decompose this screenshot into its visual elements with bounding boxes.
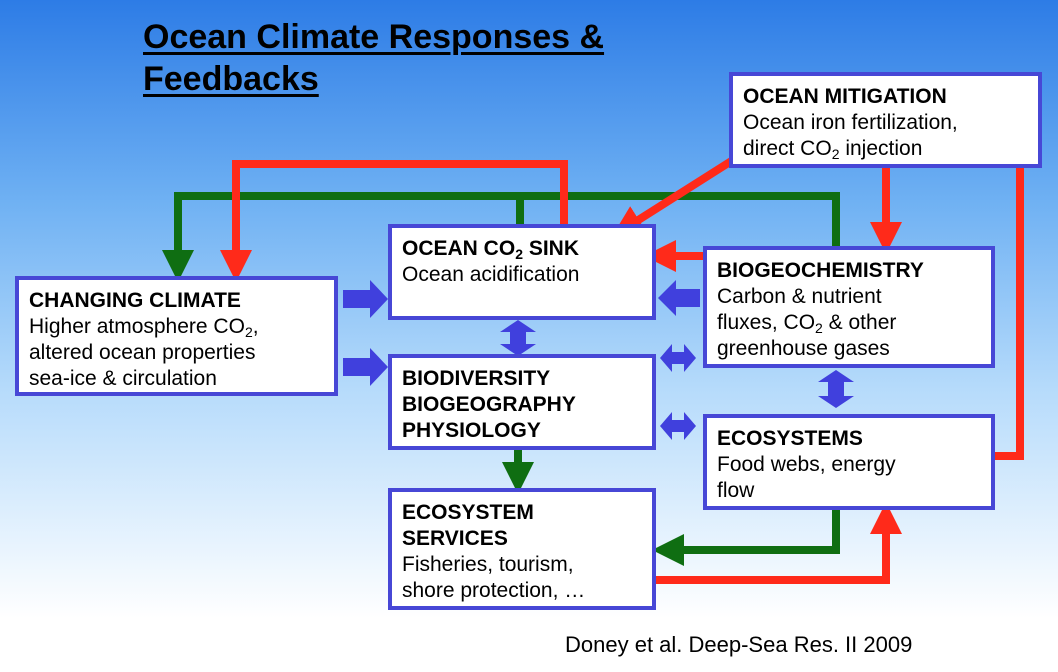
biogeochem-line-2: fluxes, CO2 & other [717, 311, 897, 336]
blue-double-arrow-biogeochem-ecosystems [818, 370, 854, 408]
sink-line-1: Ocean acidification [402, 263, 580, 286]
biodiversity-box: BIODIVERSITY BIOGEOGRAPHY PHYSIOLOGY [388, 354, 656, 450]
blue-arrow-climate-to-biodiversity [343, 348, 388, 386]
services-heading-1: ECOSYSTEM [402, 501, 534, 524]
biogeochem-line-1: Carbon & nutrient [717, 285, 882, 308]
green-line-biogeochem [520, 192, 840, 248]
services-heading-2: SERVICES [402, 527, 508, 550]
red-arrow-to-climate [220, 160, 568, 282]
green-arrow-ecosystems-to-services [652, 510, 840, 566]
biogeochem-heading: BIOGEOCHEMISTRY [717, 259, 924, 282]
climate-line-1: Higher atmosphere CO2, [29, 315, 259, 340]
title-line-1: Ocean Climate Responses & [143, 18, 605, 56]
biogeochemistry-box: BIOGEOCHEMISTRY Carbon & nutrient fluxes… [703, 246, 995, 368]
ecosystems-box: ECOSYSTEMS Food webs, energy flow [703, 414, 995, 510]
mitigation-line-1: Ocean iron fertilization, [743, 111, 958, 134]
red-arrow-mitigation-to-sink [611, 156, 736, 237]
blue-double-arrow-biogeochem-biodiversity [660, 344, 696, 372]
climate-line-3: sea-ice & circulation [29, 367, 217, 390]
blue-arrow-biogeochem-to-sink [658, 280, 700, 316]
ecosystem-services-box: ECOSYSTEM SERVICES Fisheries, tourism, s… [388, 488, 656, 610]
biodiversity-line-2: BIOGEOGRAPHY [402, 393, 576, 416]
green-arrow-to-climate [162, 192, 524, 282]
ecosystems-line-2: flow [717, 479, 755, 502]
ecosystems-heading: ECOSYSTEMS [717, 427, 863, 450]
title-line-2: Feedbacks [143, 60, 319, 98]
climate-line-2: altered ocean properties [29, 341, 256, 364]
biodiversity-line-3: PHYSIOLOGY [402, 419, 541, 442]
ecosystems-line-1: Food webs, energy [717, 453, 896, 476]
ocean-co2-sink-box: OCEAN CO2 SINK Ocean acidification [388, 224, 656, 320]
red-arrow-mitigation-to-ecosystems [1004, 166, 1024, 460]
blue-arrow-climate-to-sink [343, 280, 388, 318]
services-line-2: shore protection, … [402, 579, 586, 602]
biogeochem-line-3: greenhouse gases [717, 337, 890, 360]
changing-climate-box: CHANGING CLIMATE Higher atmosphere CO2, … [15, 276, 338, 396]
page-title: Ocean Climate Responses & Feedbacks [143, 16, 604, 100]
citation: Doney et al. Deep-Sea Res. II 2009 [565, 632, 913, 657]
ocean-mitigation-box: OCEAN MITIGATION Ocean iron fertilizatio… [729, 72, 1042, 168]
biodiversity-line-1: BIODIVERSITY [402, 367, 551, 390]
climate-heading: CHANGING CLIMATE [29, 289, 241, 312]
mitigation-line-2: direct CO2 injection [743, 137, 923, 162]
blue-double-arrow-sink-biodiversity [500, 320, 536, 356]
red-arrow-services-to-ecosystems [656, 502, 902, 584]
sink-heading: OCEAN CO2 SINK [402, 237, 579, 262]
mitigation-heading: OCEAN MITIGATION [743, 85, 947, 108]
blue-double-arrow-ecosystems-biodiversity [660, 412, 696, 440]
services-line-1: Fisheries, tourism, [402, 553, 574, 576]
